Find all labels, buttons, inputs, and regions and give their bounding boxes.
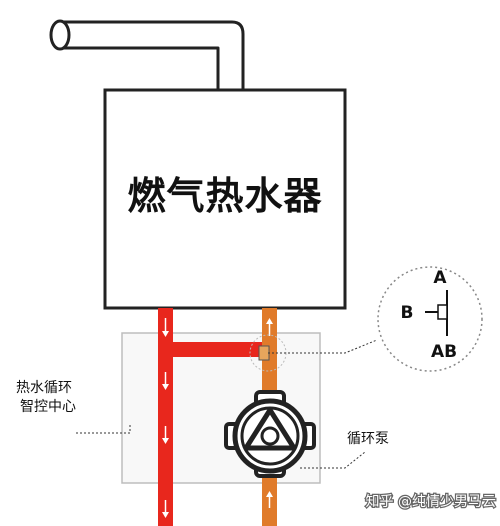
controller-label-line2: 智控中心 (20, 399, 76, 415)
valve-label-ab: AB (431, 342, 457, 362)
leader-lines (76, 339, 378, 469)
circulation-pump (224, 390, 316, 478)
water-heater-label: 燃气热水器 (127, 174, 322, 218)
pump-label: 循环泵 (347, 431, 389, 447)
watermark: 知乎 @纯情少男马云 (366, 493, 496, 510)
flue-pipe (49, 19, 245, 92)
valve-detail-callout: A B AB (377, 266, 483, 372)
valve-label-a: A (433, 268, 447, 288)
controller-label-line1: 热水循环 (16, 380, 72, 396)
valve-label-b: B (401, 303, 414, 323)
water-heater-body (103, 88, 347, 310)
hot-water-pipe (158, 308, 270, 526)
